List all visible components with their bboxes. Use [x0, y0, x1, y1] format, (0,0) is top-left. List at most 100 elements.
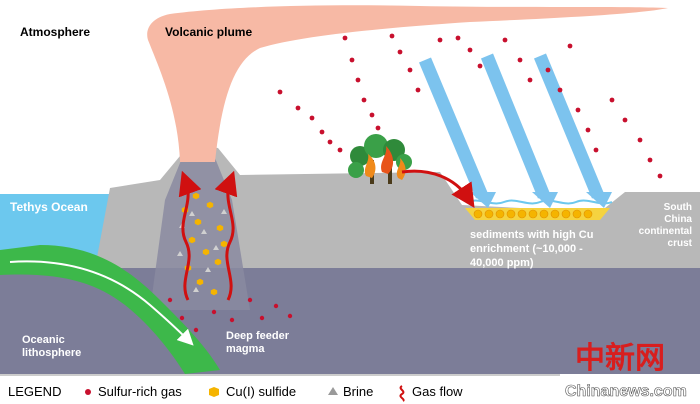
sulfur-gas-dot [287, 313, 293, 319]
sediment-sulfide-dot [528, 209, 538, 219]
legend-item-brine: Brine [343, 384, 373, 399]
sediments-label-1: sediments with high Cu [470, 229, 593, 241]
watermark-logo: 中新网 [575, 341, 665, 376]
sulfur-gas-dot [567, 43, 573, 49]
sulfur-gas-dot [167, 297, 173, 303]
cu-sulfide-particle [220, 240, 228, 248]
sulfur-gas-dot [277, 89, 283, 95]
deep-feeder-label-1: Deep feeder [226, 330, 290, 342]
tethys-ocean-label: Tethys Ocean [10, 200, 88, 214]
sulfur-gas-dot [247, 297, 253, 303]
basin-water [467, 199, 613, 205]
sediment-sulfide-dots [473, 209, 593, 219]
yellow-hexagon-icon [209, 387, 219, 397]
legend: LEGEND Sulfur-rich gas Cu(I) sulfide Bri… [8, 384, 463, 402]
sediments-label-2: enrichment (~10,000 - [470, 243, 583, 255]
sulfur-gas-dot [211, 309, 217, 315]
south-china-label-4: crust [668, 238, 693, 249]
legend-title: LEGEND [8, 384, 61, 399]
cu-sulfide-particle [210, 288, 218, 296]
sulfur-gas-dots [277, 33, 663, 179]
sediment-sulfide-dot [484, 209, 494, 219]
cu-sulfide-particle [196, 278, 204, 286]
sulfur-gas-dot [622, 117, 628, 123]
south-china-label-3: continental [639, 226, 693, 237]
subducting-slab [0, 245, 220, 374]
crust-layer [95, 145, 700, 268]
sediment-sulfide-dot [550, 209, 560, 219]
sulfur-gas-dot [337, 147, 343, 153]
legend-item-cu-sulfide: Cu(I) sulfide [226, 384, 296, 399]
cu-sulfide-particle [206, 201, 214, 209]
red-squiggle-icon [399, 385, 405, 402]
cu-sulfide-particle [202, 248, 210, 256]
sediment-sulfide-dot [495, 209, 505, 219]
oceanic-lithosphere-label-1: Oceanic [22, 334, 65, 346]
sulfur-gas-dot [585, 127, 591, 133]
cu-sulfide-particle [188, 236, 196, 244]
sulfur-gas-dot [477, 63, 483, 69]
sulfur-gas-dot [647, 157, 653, 163]
volcanic-plume-label: Volcanic plume [165, 25, 252, 39]
sulfur-gas-dot [389, 33, 395, 39]
sulfur-gas-dot [557, 87, 563, 93]
sulfur-gas-dot [437, 37, 443, 43]
gas-flow-arrows [178, 170, 238, 301]
brine-particle [189, 211, 195, 216]
sulfur-gas-dot [467, 47, 473, 53]
sulfur-gas-dot [455, 35, 461, 41]
sulfur-gas-dot [309, 115, 315, 121]
south-china-label-1: South [664, 202, 692, 213]
sulfur-gas-dot [355, 77, 361, 83]
cu-sulfide-particle [216, 224, 224, 232]
sediment-sulfide-dot [473, 209, 483, 219]
sulfur-gas-dot [369, 112, 375, 118]
sediment-sulfide-dot [583, 209, 593, 219]
deep-feeder-label-2: magma [226, 343, 265, 355]
sulfur-gas-dot [527, 77, 533, 83]
cu-sulfide-particle [214, 258, 222, 266]
cu-sulfide-particle [194, 218, 202, 226]
conduit-particles [167, 192, 293, 333]
sulfur-gas-dot [295, 105, 301, 111]
sediment-sulfide-dot [561, 209, 571, 219]
brine-particle [177, 251, 183, 256]
sulfur-gas-dot [179, 315, 185, 321]
sulfur-gas-dot [637, 137, 643, 143]
sulfur-gas-dot [375, 125, 381, 131]
sulfur-gas-dot [319, 129, 325, 135]
sediment-sulfide-dot [517, 209, 527, 219]
brine-particle [221, 209, 227, 214]
sulfur-gas-dot [657, 173, 663, 179]
south-china-label-2: China [664, 214, 692, 225]
legend-item-sulfur-gas: Sulfur-rich gas [98, 384, 182, 399]
legend-item-gas-flow: Gas flow [412, 384, 463, 399]
brine-particle [201, 229, 207, 234]
oceanic-lithosphere-label-2: lithosphere [22, 347, 81, 359]
sulfur-gas-dot [415, 87, 421, 93]
fire-to-basin-arrow [401, 169, 475, 209]
sulfur-gas-dot [407, 67, 413, 73]
sulfur-gas-dot [545, 67, 551, 73]
sulfur-gas-dot [349, 57, 355, 63]
slab-motion-arrow [9, 260, 194, 346]
sulfur-gas-dot [593, 147, 599, 153]
sediment-sulfide-dot [539, 209, 549, 219]
sediment-sulfide-dot [572, 209, 582, 219]
atmosphere-label: Atmosphere [20, 25, 90, 39]
red-dot-icon [85, 389, 91, 395]
sediment-sulfide-dot [506, 209, 516, 219]
watermark-site: Chinanews.com [565, 383, 687, 400]
forest-fire-icon [348, 134, 412, 184]
sulfur-gas-dot [609, 97, 615, 103]
sediments-label-3: 40,000 ppm) [470, 257, 534, 269]
sulfur-gas-dot [259, 315, 265, 321]
volcanic-plume [147, 5, 668, 162]
fallout-arrows [419, 53, 612, 208]
brine-particle [193, 287, 199, 292]
sulfur-gas-dot [327, 139, 333, 145]
brine-particle [213, 245, 219, 250]
sulfur-gas-dot [342, 35, 348, 41]
